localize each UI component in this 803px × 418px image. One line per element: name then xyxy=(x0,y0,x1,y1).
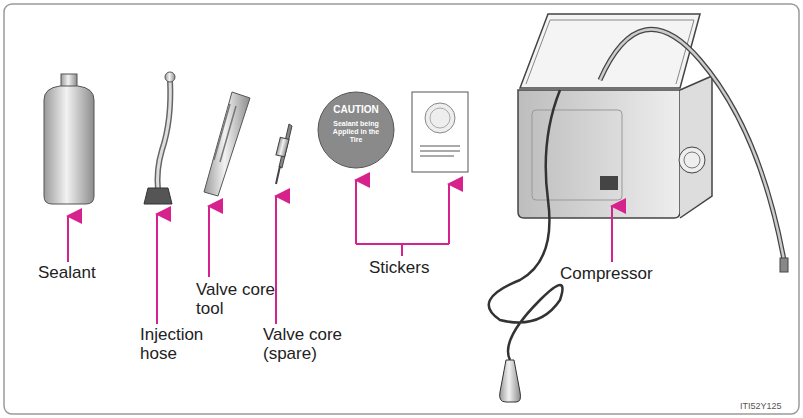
sealant-bottle xyxy=(44,74,94,204)
leader-arrows xyxy=(68,180,612,324)
part-name: Sealant xyxy=(38,263,158,282)
part-name: Valve core (spare) xyxy=(263,325,349,363)
sticker-text: CAUTION xyxy=(326,104,386,115)
sticker-text: Sealant being Applied in the Tire xyxy=(330,120,382,144)
valve-core-tool xyxy=(204,92,250,196)
part-name: Injection hose xyxy=(140,325,210,363)
figure-code: ITI52Y125 xyxy=(740,401,800,411)
part-name: Valve core tool xyxy=(196,280,276,318)
round-sticker xyxy=(318,92,394,168)
square-sticker xyxy=(412,92,468,172)
part-name: Stickers xyxy=(369,258,469,277)
injection-hose xyxy=(144,72,175,204)
compressor xyxy=(489,14,788,402)
part-name: Compressor xyxy=(560,264,680,283)
valve-core xyxy=(276,124,292,184)
